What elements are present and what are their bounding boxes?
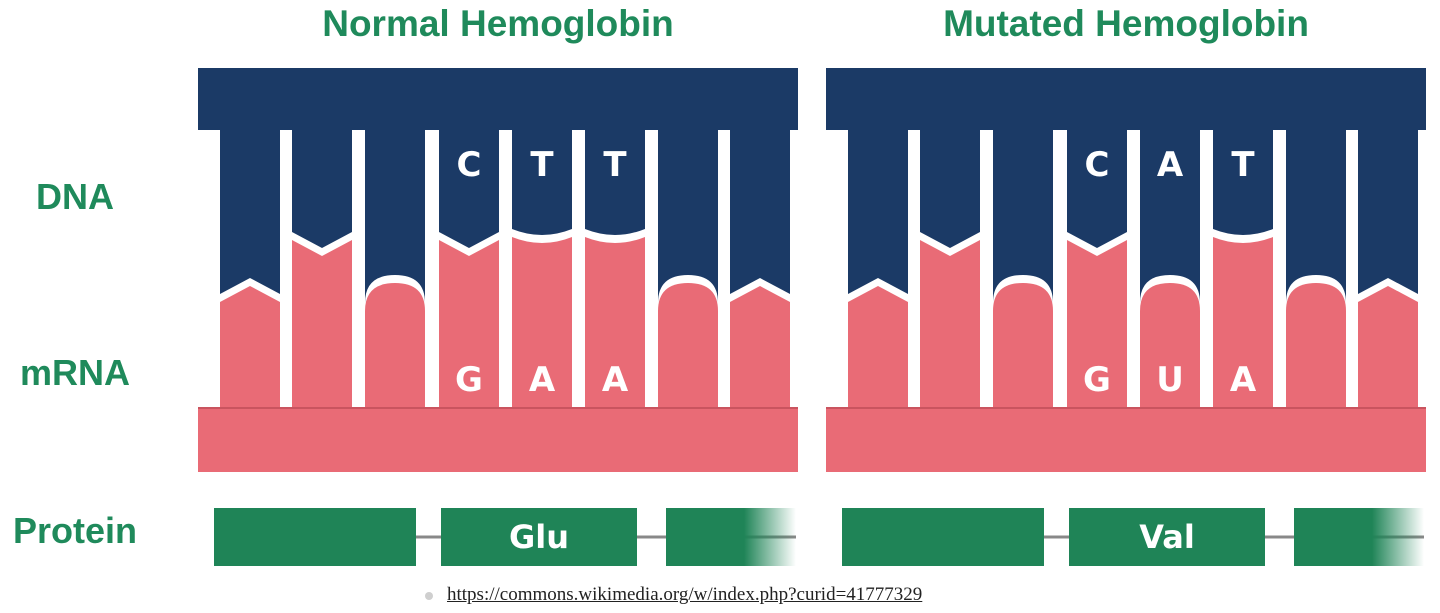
panel-title-normal: Normal Hemoglobin: [322, 3, 674, 44]
mrna-nucleotide: [993, 283, 1053, 418]
mrna-base-letter: G: [455, 360, 483, 400]
dna-backbone: [198, 68, 798, 130]
dna-nucleotide: [993, 88, 1053, 303]
protein-row-label: Protein: [12, 510, 137, 551]
mrna-nucleotide: [365, 283, 425, 418]
amino-acid-label: Val: [1139, 518, 1195, 556]
mrna-nucleotide: [292, 240, 352, 418]
source-link[interactable]: https://commons.wikimedia.org/w/index.ph…: [447, 584, 923, 605]
dna-nucleotide: [848, 88, 908, 294]
mrna-nucleotide: [1286, 283, 1346, 418]
normal-panel: C G T A T A Glu: [198, 68, 798, 566]
mrna-nucleotide: [920, 240, 980, 418]
mrna-backbone: [198, 408, 798, 472]
amino-acid-block: [842, 508, 1044, 566]
dna-base-letter: T: [603, 145, 627, 185]
dna-base-letter: T: [530, 145, 554, 185]
dna-nucleotide: [220, 88, 280, 294]
amino-acid-block: [1069, 508, 1265, 566]
amino-acid-block: [1294, 508, 1424, 566]
mrna-backbone: [826, 408, 1426, 472]
dna-base-letter: C: [1085, 145, 1110, 185]
panel-title-mutated: Mutated Hemoglobin: [943, 3, 1309, 44]
mrna-nucleotide: [1140, 283, 1200, 418]
mrna-nucleotide: [658, 283, 718, 418]
mrna-base-letter: U: [1156, 360, 1184, 400]
mrna-nucleotide: [848, 286, 908, 418]
dna-base-letter: T: [1231, 145, 1255, 185]
amino-acid-label: Glu: [509, 518, 569, 556]
mrna-nucleotide: [220, 286, 280, 418]
mrna-nucleotide: [585, 237, 645, 418]
amino-acid-block: [666, 508, 796, 566]
amino-acid-block: [214, 508, 416, 566]
mrna-base-letter: A: [602, 360, 629, 400]
dna-nucleotide: [1286, 88, 1346, 303]
mrna-nucleotide: [1358, 286, 1418, 418]
mrna-base-letter: A: [1230, 360, 1257, 400]
dna-row-label: DNA: [36, 176, 114, 217]
mrna-nucleotide: [730, 286, 790, 418]
dna-nucleotide: [365, 88, 425, 303]
mrna-nucleotide: [1213, 237, 1273, 418]
mutated-panel: C G A U T A Val: [826, 68, 1426, 566]
bullet-icon: [425, 591, 433, 600]
mrna-base-letter: G: [1083, 360, 1111, 400]
dna-backbone: [826, 68, 1426, 130]
dna-nucleotide: [1358, 88, 1418, 294]
mrna-nucleotide: [1067, 240, 1127, 418]
mrna-nucleotide: [512, 237, 572, 418]
base-pairing-diagram: C G T A T A Glu C G A U T A Val: [198, 68, 1426, 566]
dna-base-letter: A: [1157, 145, 1184, 185]
dna-nucleotide: [1140, 88, 1200, 303]
dna-nucleotide: [658, 88, 718, 303]
dna-base-letter: C: [457, 145, 482, 185]
dna-nucleotide: [730, 88, 790, 294]
mrna-row-label: mRNA: [19, 352, 130, 393]
mrna-base-letter: A: [529, 360, 556, 400]
mrna-nucleotide: [439, 240, 499, 418]
source-citation: https://commons.wikimedia.org/w/index.ph…: [425, 583, 922, 607]
amino-acid-block: [441, 508, 637, 566]
